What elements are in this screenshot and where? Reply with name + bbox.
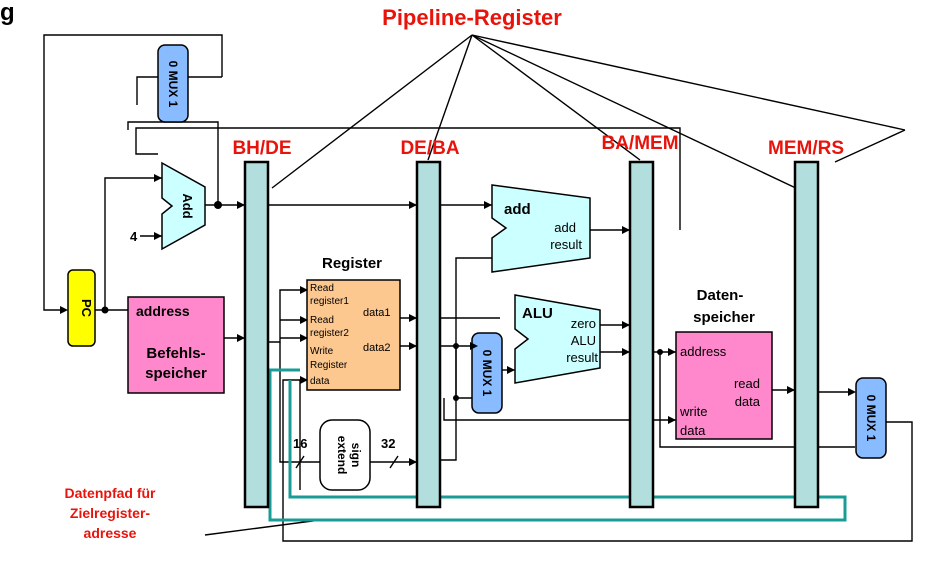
- alu-title: ALU: [522, 305, 553, 322]
- arrowheads: [60, 174, 856, 466]
- bus-width-slash-16: [295, 455, 305, 469]
- pc-adder-label: Add: [180, 193, 195, 218]
- alu-source-mux: [471, 332, 503, 414]
- pipeline-register-de-ba: [415, 160, 442, 509]
- pc-register: [67, 269, 96, 347]
- branch-adder-output-2: result: [550, 237, 582, 252]
- read-register2-line1: Read: [310, 315, 334, 326]
- title-fragment: g: [0, 0, 15, 26]
- label-ba-mem: BA/MEM: [601, 133, 678, 154]
- label-mem-rs: MEM/RS: [768, 138, 844, 159]
- pipeline-register-ba-mem: [628, 160, 655, 509]
- datapath-note-line2: Zielregister-: [70, 505, 150, 521]
- data-memory-title-2: speicher: [693, 309, 755, 326]
- instruction-memory-name-2: speicher: [145, 365, 207, 382]
- alu-output-name: ALU: [571, 333, 596, 348]
- instruction-memory-name-1: Befehls-: [146, 345, 205, 362]
- data-memory-title-1: Daten-: [697, 287, 744, 304]
- junction-dots: [101, 201, 663, 401]
- pc-label: PC: [79, 299, 94, 318]
- datapath-note-line1: Datenpfad für: [65, 485, 157, 501]
- branch-adder: [491, 184, 591, 273]
- label-bh-de: BH/DE: [232, 138, 291, 159]
- pc-source-mux-label: 0 MUX 1: [166, 61, 180, 108]
- data1-label: data1: [363, 307, 391, 319]
- pc-source-mux: [157, 44, 189, 123]
- data2-label: data2: [363, 342, 391, 354]
- write-data-label: data: [310, 376, 330, 387]
- write-back-mux-label: 0 MUX 1: [864, 395, 878, 442]
- datapath-note-line3: adresse: [84, 525, 137, 541]
- register-file-title: Register: [322, 255, 382, 272]
- write-register-line2: Register: [310, 360, 348, 371]
- alu-zero: zero: [571, 316, 596, 331]
- data-memory: [675, 331, 773, 440]
- label-de-ba: DE/BA: [400, 138, 459, 159]
- sign-extend-input-bits: 16: [293, 436, 307, 451]
- sign-extend-line2: extend: [335, 436, 349, 475]
- write-back-mux: [855, 377, 887, 459]
- pipeline-registers: [243, 160, 820, 509]
- target-register-path: [268, 368, 847, 522]
- instruction-memory-address: address: [136, 303, 190, 319]
- alu: [514, 294, 601, 384]
- register-file: [306, 279, 401, 391]
- alu-result: result: [566, 350, 598, 365]
- pipeline-register-mem-rs: [793, 160, 820, 509]
- branch-adder-output-1: add: [554, 220, 576, 235]
- sign-extend: [319, 419, 371, 491]
- branch-adder-label: add: [504, 201, 531, 218]
- pipeline-register-pointers: [271, 34, 906, 191]
- alu-source-mux-label: 0 MUX 1: [480, 350, 494, 397]
- read-register1-line2: register1: [310, 296, 349, 307]
- pipeline-register-heading: Pipeline-Register: [382, 5, 562, 30]
- bus-width-slash-32: [389, 455, 399, 469]
- pc-adder-constant: 4: [130, 229, 138, 244]
- instruction-memory: [127, 296, 225, 394]
- write-register-line1: Write: [310, 346, 334, 357]
- sign-extend-output-bits: 32: [381, 436, 395, 451]
- data-memory-read-1: read: [734, 376, 760, 391]
- sign-extend-line1: sign: [349, 443, 363, 468]
- pipeline-register-bh-de: [243, 160, 270, 509]
- data-memory-write-2: data: [680, 423, 706, 438]
- read-register2-line2: register2: [310, 328, 349, 339]
- data-memory-read-2: data: [735, 394, 761, 409]
- data-memory-write-1: write: [679, 404, 707, 419]
- data-memory-address: address: [680, 344, 727, 359]
- read-register1-line1: Read: [310, 283, 334, 294]
- pc-adder: [161, 161, 206, 251]
